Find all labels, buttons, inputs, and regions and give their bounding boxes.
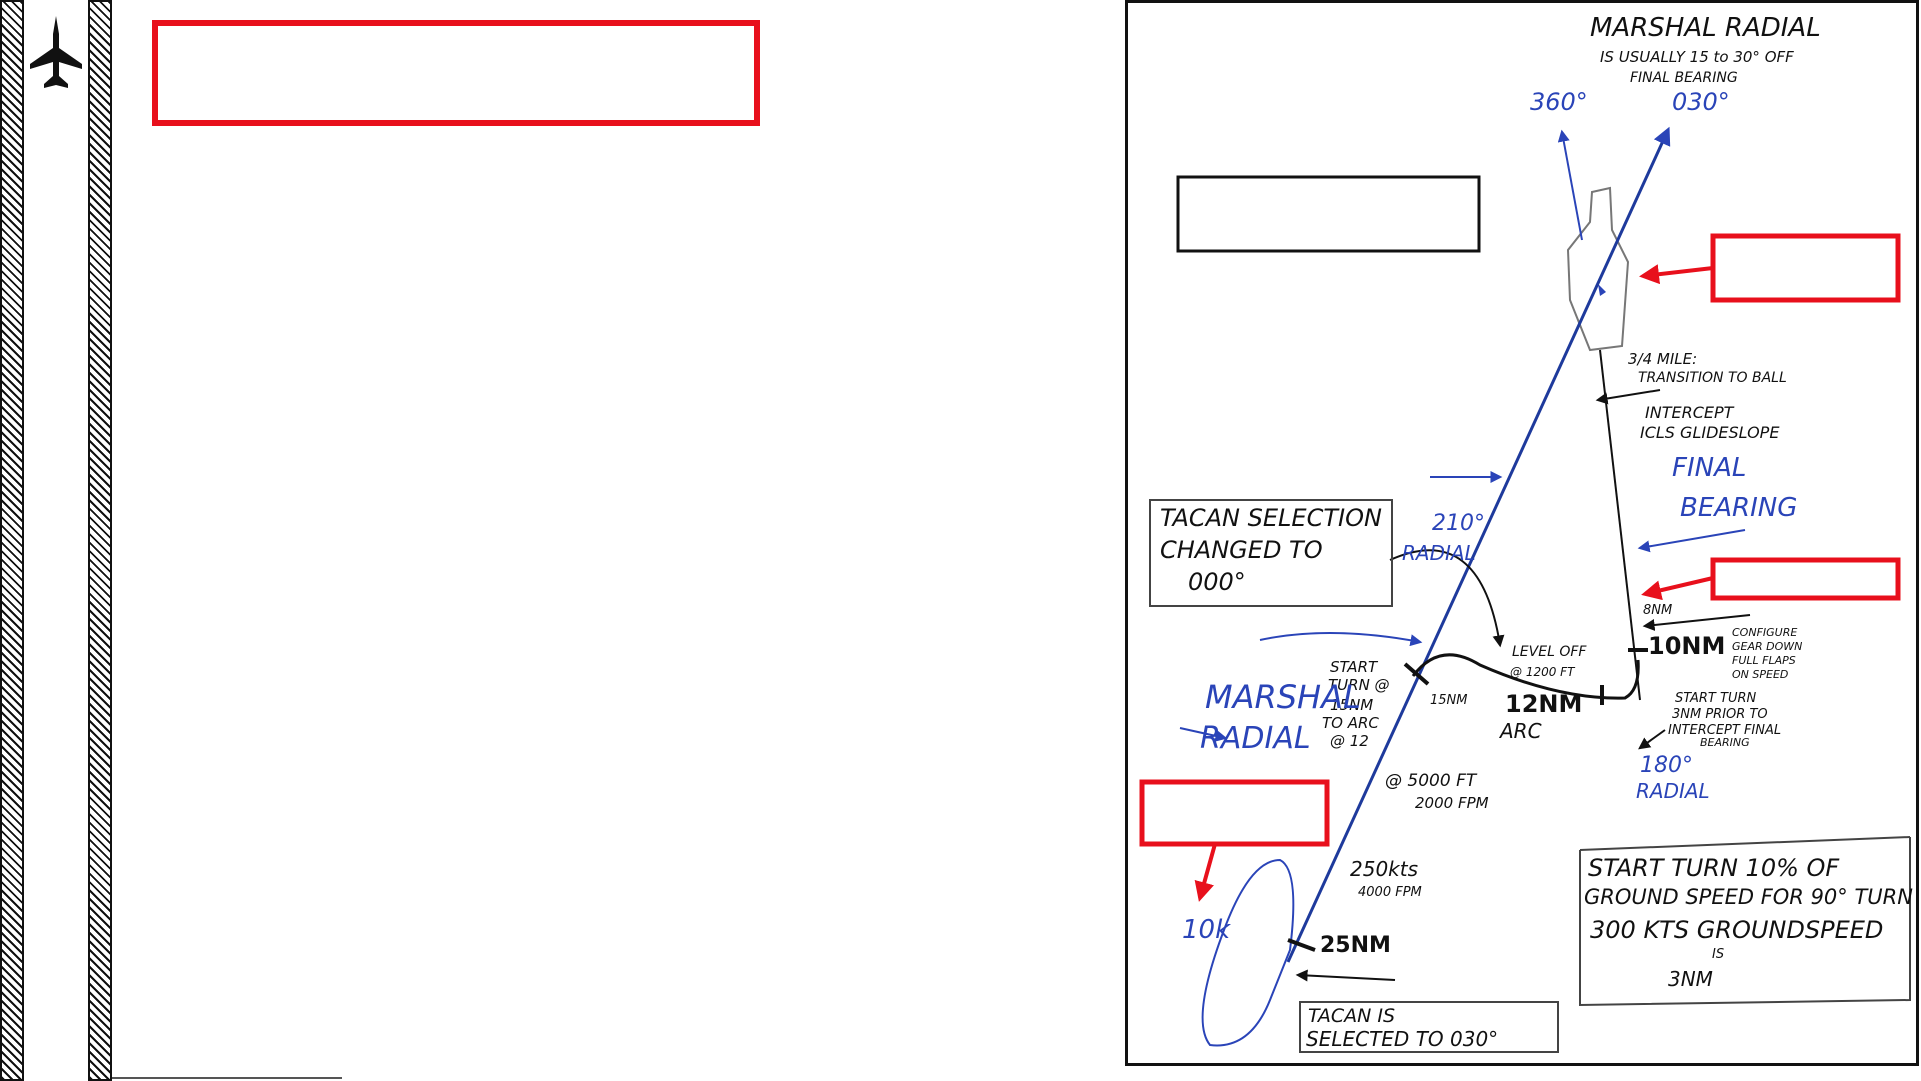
right-hatched-stripe: [88, 0, 112, 1081]
radial-210-word: RADIAL: [1402, 541, 1476, 565]
tacan-030-line-2: SELECTED TO 030°: [1306, 1027, 1498, 1051]
start-turn-rule-line-3: 300 KTS GROUNDSPEED: [1590, 916, 1883, 944]
tacan-selection-line-1: TACAN SELECTION: [1160, 504, 1382, 532]
configure-line-3: FULL FLAPS: [1732, 654, 1796, 667]
start-turn-line-5: @ 12: [1330, 732, 1369, 750]
bearing-label: BEARING: [1680, 493, 1797, 523]
three-quarter-mile-label: 3/4 MILE:: [1628, 350, 1697, 368]
at-5000ft-label: @ 5000 FT: [1385, 771, 1478, 791]
tacan-030-box: [1299, 1001, 1559, 1053]
start-turn-final-line-3: INTERCEPT FINAL: [1668, 723, 1781, 738]
eight-nm-label: 8NM: [1643, 603, 1672, 618]
heading-360-arrow: [1557, 129, 1583, 241]
start-turn-final-line-4: BEARING: [1700, 736, 1750, 749]
start-turn-line-4: TO ARC: [1322, 714, 1379, 732]
start-turn-line-3: 15NM: [1330, 696, 1373, 714]
start-turn-line-2: TURN @: [1328, 676, 1390, 694]
holding-pattern-loop: [1201, 858, 1295, 1047]
transition-to-ball-label: TRANSITION TO BALL: [1638, 370, 1787, 386]
final-label: FINAL: [1672, 453, 1746, 483]
fifteen-nm-label: 15NM: [1430, 693, 1467, 708]
start-turn-rule-line-4: IS: [1712, 947, 1724, 962]
ship-callout-box: [1710, 233, 1901, 303]
configure-line-4: ON SPEED: [1732, 668, 1788, 681]
tacan-selection-box: [1149, 499, 1393, 607]
start-turn-final-line-2: 3NM PRIOR TO: [1672, 707, 1768, 722]
start-turn-rule-line-5: 3NM: [1668, 967, 1713, 991]
carrier-approach-diagram-panel: [1125, 0, 1919, 1066]
fpm-2000-label: 2000 FPM: [1415, 794, 1489, 812]
marshal-big-line-1: MARSHAL: [1205, 678, 1361, 716]
ten-k-callout-box: [1139, 779, 1330, 847]
inbound-course-line: [1286, 126, 1671, 963]
carrier-ship-icon: [1566, 186, 1630, 352]
configure-line-1: CONFIGURE: [1732, 626, 1797, 639]
level-off-line-2: @ 1200 FT: [1510, 665, 1576, 679]
radial-180-word: RADIAL: [1636, 779, 1710, 803]
arc-label: ARC: [1498, 719, 1542, 743]
radial-210-label: 210°: [1432, 511, 1485, 536]
start-turn-rule-box: [1579, 837, 1911, 1007]
intercept-label: INTERCEPT: [1645, 403, 1735, 422]
tacan-030-line-1: TACAN IS: [1308, 1005, 1395, 1027]
heading-030-label: 030°: [1672, 88, 1730, 116]
start-turn-rule-line-1: START TURN 10% OF: [1588, 854, 1840, 882]
jet-fighter-icon: [30, 16, 82, 88]
level-off-line-1: LEVEL OFF: [1512, 644, 1587, 660]
title-callout-box: [152, 20, 760, 126]
radial-180-label: 180°: [1640, 753, 1693, 778]
start-turn-line-1: START: [1330, 658, 1379, 676]
marshal-radial-note-1: IS USUALLY 15 to 30° OFF: [1600, 48, 1794, 66]
icls-glideslope-label: ICLS GLIDESLOPE: [1640, 423, 1780, 442]
ten-k-label: 10k: [1182, 915, 1231, 945]
marshal-big-line-2: RADIAL: [1200, 721, 1311, 756]
tacan-selection-line-2: CHANGED TO: [1160, 536, 1323, 564]
configure-line-2: GEAR DOWN: [1732, 640, 1802, 653]
final-bearing-line: [1599, 349, 1641, 701]
twelve-nm-label: 12NM: [1505, 690, 1582, 718]
start-turn-rule-line-2: GROUND SPEED FOR 90° TURN: [1584, 885, 1913, 909]
start-turn-final-line-1: START TURN: [1675, 691, 1756, 706]
fpm-4000-label: 4000 FPM: [1358, 885, 1422, 900]
black-label-box: [1176, 175, 1481, 253]
left-hatched-stripe: [0, 0, 24, 1081]
ten-nm-label: 10NM: [1648, 632, 1725, 660]
twenty-five-nm-label: 25NM: [1320, 933, 1391, 958]
twelve-nm-arc: [1411, 653, 1640, 700]
kts-250-label: 250kts: [1350, 857, 1418, 881]
marshal-radial-note-2: FINAL BEARING: [1630, 70, 1738, 86]
heading-360-label: 360°: [1530, 88, 1588, 116]
bottom-rule: [112, 1077, 342, 1079]
marshal-radial-header: MARSHAL RADIAL: [1590, 13, 1821, 43]
tacan-selection-line-3: 000°: [1188, 568, 1246, 596]
eight-nm-callout-box: [1710, 557, 1901, 601]
